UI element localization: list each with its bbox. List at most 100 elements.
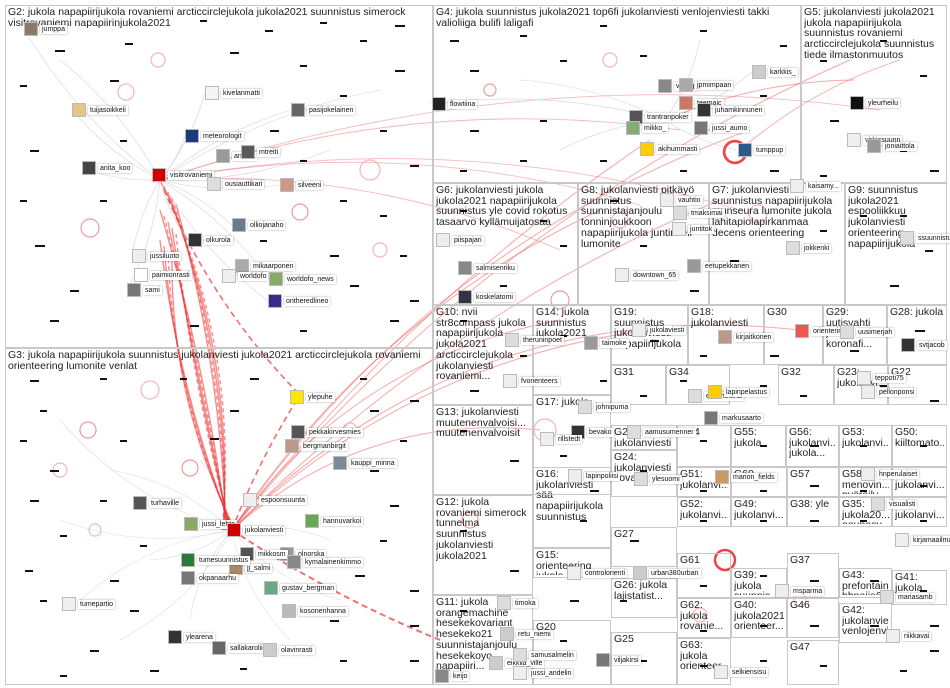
- user-node[interactable]: kosonenhanna: [282, 604, 348, 618]
- user-node[interactable]: trantranpoker: [629, 110, 691, 124]
- user-node[interactable]: joniaittola: [867, 139, 917, 153]
- user-node[interactable]: olliojanaho: [232, 218, 286, 232]
- user-node[interactable]: vauhtio: [660, 193, 703, 207]
- user-node[interactable]: yleurheilu: [850, 96, 900, 110]
- user-node[interactable]: paimionrasti: [134, 268, 192, 282]
- node-label: ousiauttikari: [223, 179, 265, 189]
- user-node[interactable]: pekkakirvesmies: [291, 425, 363, 439]
- user-node[interactable]: piispajari: [436, 233, 484, 247]
- user-node[interactable]: turhaville: [133, 496, 182, 510]
- user-node[interactable]: rillstedt: [540, 432, 583, 446]
- user-node[interactable]: gustav_bergman: [264, 581, 337, 595]
- node-marker: [70, 290, 79, 292]
- user-node[interactable]: ontheredlineo: [268, 294, 331, 308]
- node-marker: [560, 455, 567, 457]
- user-node[interactable]: viljakirsi: [596, 653, 641, 667]
- user-node[interactable]: meteorologit: [185, 129, 244, 143]
- user-node[interactable]: hnperulaiset: [861, 467, 920, 481]
- user-node[interactable]: tumesuunnistus: [181, 553, 251, 567]
- user-node[interactable]: jussiluoto: [132, 249, 182, 263]
- user-node[interactable]: flowtiina: [432, 97, 478, 111]
- user-node[interactable]: pellonponsi: [861, 385, 917, 399]
- user-node[interactable]: okpanaarhu: [181, 571, 238, 585]
- user-node[interactable]: ylepuhe: [290, 390, 335, 404]
- user-node[interactable]: silveeni: [280, 178, 324, 192]
- user-node[interactable]: anita_koo: [82, 161, 133, 175]
- user-node[interactable]: ssuunnistussl: [900, 231, 950, 245]
- user-node[interactable]: kirjaitkonen: [718, 330, 774, 344]
- user-node[interactable]: riikkavai: [886, 629, 932, 643]
- user-node[interactable]: johnipuma: [578, 400, 631, 414]
- user-node[interactable]: theruninpoet: [505, 333, 564, 347]
- user-node[interactable]: keijo: [435, 669, 470, 683]
- user-node[interactable]: bergmanbirgit: [285, 439, 348, 453]
- user-node[interactable]: lapinpoliisi: [568, 469, 621, 483]
- user-node[interactable]: jpmimpaan: [679, 78, 734, 92]
- user-node[interactable]: ellahhelena: [688, 389, 744, 403]
- user-node[interactable]: mtreiti: [241, 145, 281, 159]
- user-node[interactable]: kauppi_minna: [333, 456, 397, 470]
- user-node[interactable]: tuijasoikkeli: [72, 103, 128, 117]
- user-node[interactable]: olkurola: [188, 233, 233, 247]
- user-node[interactable]: eikkila_ville: [489, 656, 545, 670]
- user-node[interactable]: ylesuomi: [634, 472, 682, 486]
- user-node[interactable]: virkiasuunn: [847, 133, 903, 147]
- user-node[interactable]: espoonsuunta: [243, 493, 307, 507]
- node-label: koskelatomi: [474, 292, 515, 302]
- user-node[interactable]: marion_fields: [715, 470, 777, 484]
- user-node[interactable]: tumepartio: [62, 597, 116, 611]
- user-node[interactable]: worldofo_news: [269, 272, 336, 286]
- user-node[interactable]: hannuvarkoi: [305, 514, 364, 528]
- user-node[interactable]: selkiensisu: [714, 665, 769, 679]
- user-node[interactable]: retu_niemi: [500, 627, 553, 641]
- user-node[interactable]: visualisti: [871, 497, 918, 511]
- user-node[interactable]: eetupekkanen: [687, 259, 751, 273]
- user-node[interactable]: karkkis_: [752, 65, 798, 79]
- user-node[interactable]: jussi_lehto: [184, 517, 238, 531]
- user-node[interactable]: fvorienteers: [503, 374, 560, 388]
- user-node[interactable]: salmisenriku: [458, 261, 517, 275]
- user-node[interactable]: svtjacob: [901, 338, 947, 352]
- user-node[interactable]: jukolaviesti: [632, 323, 687, 337]
- user-node[interactable]: aamusumenner: [627, 425, 696, 439]
- user-node[interactable]: koskelatomi: [458, 290, 515, 304]
- user-node[interactable]: visitrovaniemi: [152, 168, 215, 182]
- user-node[interactable]: juhamkinnunen: [697, 103, 765, 117]
- user-node[interactable]: kymalainenkimmo: [287, 555, 364, 569]
- user-node[interactable]: pasijokelainen: [291, 103, 356, 117]
- user-node[interactable]: sallakarolii: [212, 641, 265, 655]
- user-node[interactable]: msparma: [775, 584, 825, 598]
- user-node[interactable]: worldofo: [222, 269, 269, 283]
- user-node[interactable]: jokkenki: [786, 241, 832, 255]
- user-node[interactable]: markusaarto: [704, 411, 763, 425]
- user-node[interactable]: urban380urban: [633, 566, 701, 580]
- user-node[interactable]: uusimerjah: [840, 325, 895, 339]
- user-node[interactable]: kirjamaailma: [895, 533, 950, 547]
- user-node[interactable]: timoka: [497, 596, 538, 610]
- user-node[interactable]: ousiauttikari: [207, 177, 265, 191]
- user-node[interactable]: taimoke: [584, 336, 629, 350]
- user-node[interactable]: ylearena: [168, 630, 215, 644]
- user-node[interactable]: olavinrasti: [263, 643, 315, 657]
- user-node[interactable]: jukolanviesti: [227, 523, 286, 537]
- user-node[interactable]: samusalmelin: [513, 648, 576, 662]
- user-node[interactable]: kaisamy...: [790, 179, 841, 193]
- user-node[interactable]: tumppup: [738, 143, 786, 157]
- user-node[interactable]: kivelanmatti: [205, 86, 262, 100]
- group-panel-g27: G27: [611, 527, 677, 567]
- user-node[interactable]: mikko_: [626, 121, 669, 135]
- user-node[interactable]: controlorienti: [567, 566, 628, 580]
- user-node[interactable]: lapinpelastus: [708, 385, 769, 399]
- user-node[interactable]: juntitok: [672, 222, 715, 236]
- user-node[interactable]: orientering: [795, 324, 849, 338]
- user-node[interactable]: tmaksimai: [673, 206, 725, 220]
- user-node[interactable]: mikaarponen: [235, 259, 296, 273]
- user-node[interactable]: akihummasti: [640, 142, 700, 156]
- user-node[interactable]: jussi_aumo: [694, 121, 750, 135]
- user-node[interactable]: mariasamb: [880, 590, 935, 604]
- user-node[interactable]: jumppa: [24, 22, 67, 36]
- user-node[interactable]: teppoti75: [857, 371, 906, 385]
- user-node[interactable]: jussi_andelin: [513, 666, 574, 680]
- user-node[interactable]: sami: [127, 283, 162, 297]
- user-node[interactable]: downtown_65: [615, 268, 679, 282]
